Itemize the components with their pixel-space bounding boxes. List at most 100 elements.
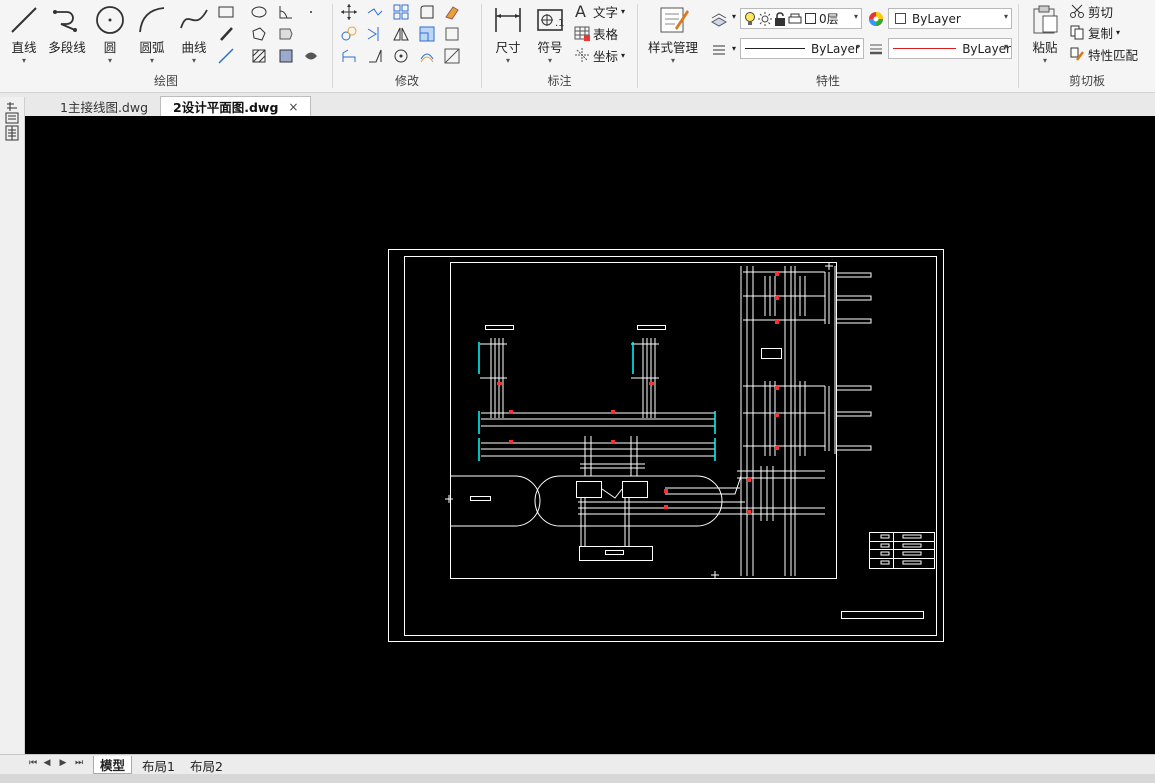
trim-button[interactable]: [364, 2, 386, 22]
break-button[interactable]: [364, 46, 386, 66]
chevron-down-icon: ▾: [732, 44, 737, 53]
next-tab-icon[interactable]: ▶: [59, 758, 67, 768]
point-icon: [310, 11, 312, 13]
join-button[interactable]: [441, 46, 463, 66]
close-icon[interactable]: ×: [288, 99, 299, 114]
mirror-button[interactable]: [390, 24, 412, 44]
stretch-button[interactable]: [338, 46, 360, 66]
clipboard-icon: [1033, 5, 1058, 34]
move-button[interactable]: [338, 2, 360, 22]
text-icon: A: [575, 3, 586, 19]
coordinate-button[interactable]: 坐标▾: [574, 45, 625, 65]
table-button[interactable]: 表格: [574, 23, 618, 43]
color-wheel-icon[interactable]: [868, 11, 884, 27]
tab-model[interactable]: 模型: [93, 756, 133, 774]
chevron-down-icon: ▾: [621, 50, 626, 60]
arc-button[interactable]: 圆弧 ▾: [130, 2, 174, 65]
cad-drawing: [388, 249, 944, 642]
curve-button[interactable]: 曲线 ▾: [172, 2, 216, 65]
layer-list-button[interactable]: [708, 40, 730, 60]
text-button[interactable]: A 文字▾: [575, 3, 626, 20]
construction-line-button[interactable]: [275, 2, 297, 22]
label-box: [485, 325, 514, 330]
explode-button[interactable]: [441, 24, 463, 44]
xline-icon: [218, 48, 234, 64]
eraser-icon: [445, 6, 459, 20]
tab-design-plan[interactable]: 2设计平面图.dwg ×: [160, 96, 312, 116]
tab-layout2[interactable]: 布局2: [190, 758, 223, 774]
last-tab-icon[interactable]: ⏭: [74, 758, 84, 768]
extend-button[interactable]: [364, 24, 386, 44]
lightbulb-icon: [745, 11, 755, 25]
array-button[interactable]: [390, 2, 412, 22]
drawing-canvas[interactable]: [25, 116, 1155, 756]
scale-icon: [419, 26, 435, 42]
layer-dropdown[interactable]: 0层 ▾: [740, 8, 862, 29]
linetype-dropdown[interactable]: ByLayer ▾: [740, 38, 864, 59]
ribbon-toolbar: 直线 ▾ 多段线 圆 ▾ 圆弧 ▾ 曲线 ▾: [0, 0, 1155, 93]
polyline-icon: [53, 10, 77, 32]
copy-object-button[interactable]: [338, 24, 360, 44]
stretch-icon: [342, 49, 356, 62]
first-tab-icon[interactable]: ⏮: [28, 758, 38, 768]
offset-button[interactable]: [416, 46, 438, 66]
move-icon: [341, 4, 357, 20]
gradient-button[interactable]: [275, 46, 297, 66]
symbol-icon: .1: [537, 9, 565, 31]
properties-group: 样式管理 ▾ ▾ ▾ 0层 ▾ ByLayer ▾ ByLayer ▾: [638, 0, 1018, 93]
polyline-button[interactable]: 多段线: [44, 2, 90, 64]
right-vertical-bus: [740, 266, 796, 576]
rectangle-button[interactable]: [215, 2, 237, 22]
ellipse-button[interactable]: [248, 2, 270, 22]
annotation-group-label: 标注: [547, 74, 572, 88]
arc-icon: [139, 7, 165, 33]
style-manager-button[interactable]: 样式管理 ▾: [642, 2, 704, 65]
match-properties-button[interactable]: 特性匹配: [1069, 44, 1138, 64]
foundation-box: [579, 546, 653, 561]
hatch-button[interactable]: [248, 46, 270, 66]
explode-icon: [445, 27, 459, 41]
left-tool-palette: [0, 97, 25, 760]
dimension-button[interactable]: 尺寸 ▾: [486, 2, 530, 65]
label-box: [637, 325, 666, 330]
status-bar: [0, 774, 1155, 783]
chevron-down-icon: ▾: [107, 56, 112, 65]
chevron-down-icon: ▾: [505, 56, 510, 65]
palette-toggle-icon[interactable]: [4, 101, 20, 143]
sheet-outer-frame: [388, 249, 944, 642]
lower-horizontal-bus: [481, 442, 715, 457]
circle-button[interactable]: 圆 ▾: [88, 2, 132, 65]
fillet-button[interactable]: [416, 2, 438, 22]
center-bus: [578, 501, 745, 515]
clipboard-group: 粘贴 ▾ 剪切 复制▾ 特性匹配 剪切板: [1019, 0, 1155, 93]
region-button[interactable]: [248, 24, 270, 44]
layer-manager-button[interactable]: [708, 10, 730, 30]
gradient-icon: [279, 49, 293, 63]
tab-layout1[interactable]: 布局1: [142, 758, 175, 774]
lineweight-dropdown[interactable]: ByLayer ▾: [888, 38, 1012, 59]
copy-object-icon: [341, 26, 357, 41]
tab-main-wiring[interactable]: 1主接线图.dwg: [60, 99, 149, 115]
ray-button[interactable]: [215, 24, 237, 44]
paste-button[interactable]: 粘贴 ▾: [1023, 2, 1067, 65]
angle-icon: [279, 6, 292, 19]
point-button[interactable]: [300, 2, 322, 22]
color-dropdown[interactable]: ByLayer ▾: [888, 8, 1012, 29]
prev-tab-icon[interactable]: ◀: [43, 758, 51, 768]
wipeout-button[interactable]: [275, 24, 297, 44]
upper-horizontal-bus: [481, 412, 715, 427]
extend-icon: [367, 27, 379, 41]
symbol-button[interactable]: .1 符号 ▾: [528, 2, 572, 65]
erase-button[interactable]: [441, 2, 463, 22]
rotate-button[interactable]: [390, 46, 412, 66]
scale-button[interactable]: [416, 24, 438, 44]
coordinate-icon: [575, 48, 589, 62]
cut-button[interactable]: 剪切: [1069, 1, 1113, 21]
xline-button[interactable]: [215, 46, 237, 66]
lock-icon: [775, 11, 785, 26]
copy-button[interactable]: 复制▾: [1069, 22, 1120, 42]
lineweight-icon[interactable]: [869, 42, 883, 56]
line-button[interactable]: 直线 ▾: [2, 2, 46, 65]
boundary-button[interactable]: [300, 46, 322, 66]
layout-tab-bar: ⏮ ◀ ▶ ⏭ 模型 布局1 布局2: [0, 754, 1155, 774]
